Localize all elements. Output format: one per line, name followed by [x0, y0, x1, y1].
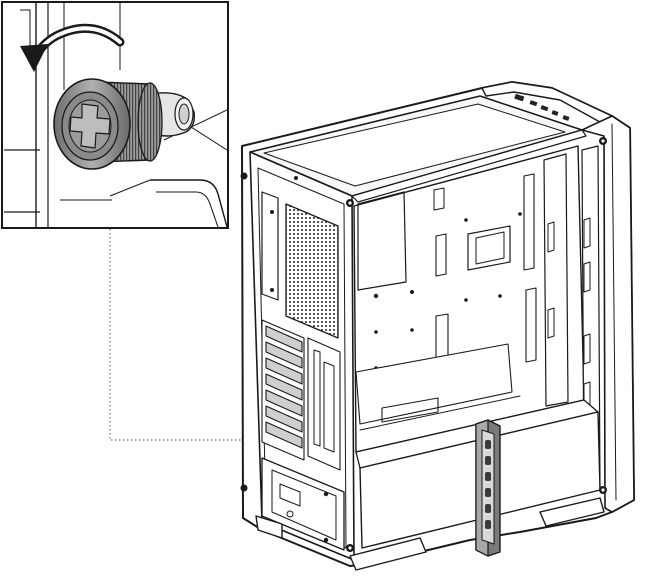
- cpu-cutout: [467, 225, 511, 271]
- rotation-arrow: [20, 23, 125, 72]
- io-shield-slot: [261, 191, 279, 301]
- cable-cutout-top: [357, 191, 407, 291]
- gpu-support-bracket: [475, 419, 501, 557]
- front-io-ports: [514, 93, 570, 121]
- case-feet: [255, 497, 605, 571]
- cross-slot: [69, 103, 111, 149]
- pc-case: [240, 81, 635, 571]
- thumbscrew-detail-inset: [1, 1, 229, 229]
- pci-slot-covers: [261, 319, 305, 461]
- bracket-slots: [485, 440, 491, 529]
- rear-thumbscrews: [240, 172, 298, 492]
- counterclockwise-arrow-icon: [20, 44, 48, 72]
- rear-fan-mesh: [285, 203, 339, 339]
- case-edge-detail: [150, 179, 227, 227]
